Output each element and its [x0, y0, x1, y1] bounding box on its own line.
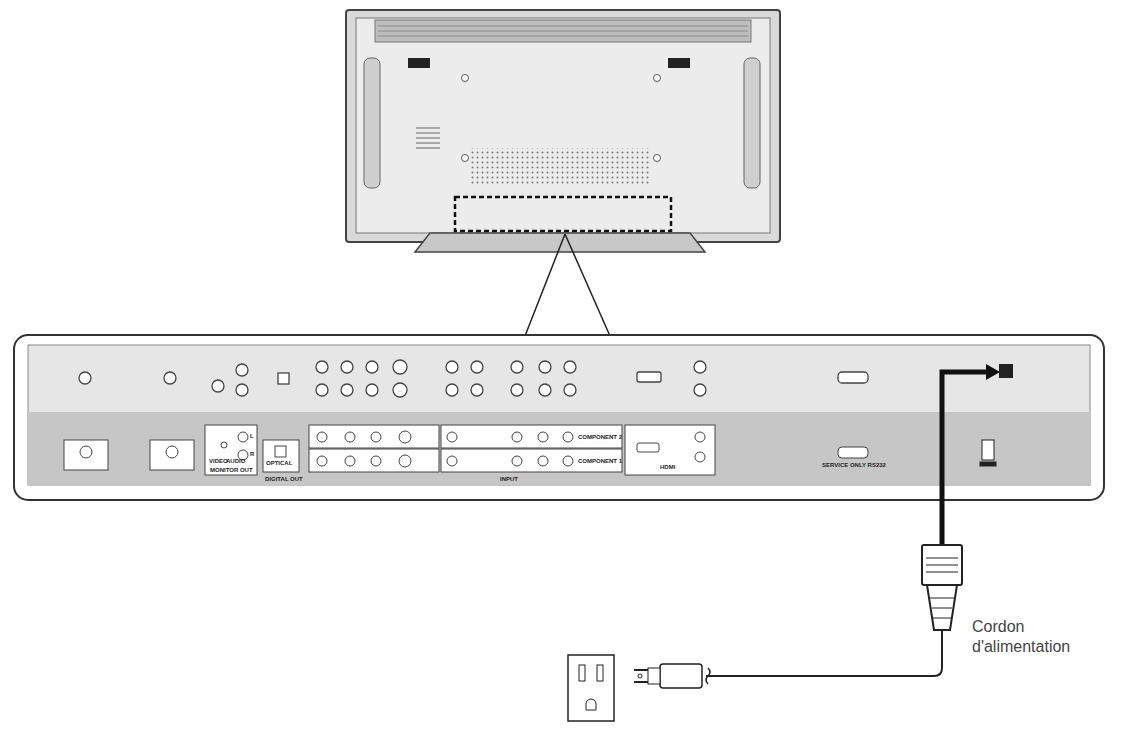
- port-label: SERVICE ONLY RS232: [822, 462, 886, 468]
- port-label: AUDIO: [226, 458, 245, 464]
- port-label: MONITOR OUT: [210, 467, 253, 473]
- port-label: L: [250, 433, 254, 439]
- port-label: HDMI: [660, 464, 675, 470]
- port-label: OPTICAL: [266, 460, 292, 466]
- port-label: VIDEO: [209, 458, 228, 464]
- port-label: COMPONENT 2: [578, 434, 622, 440]
- port-label: COMPONENT 1: [578, 458, 622, 464]
- callout-label: Cordon d'alimentation: [972, 617, 1092, 657]
- port-label: INPUT: [500, 476, 518, 482]
- port-label: DIGITAL OUT: [265, 476, 303, 482]
- port-label: R: [250, 451, 254, 457]
